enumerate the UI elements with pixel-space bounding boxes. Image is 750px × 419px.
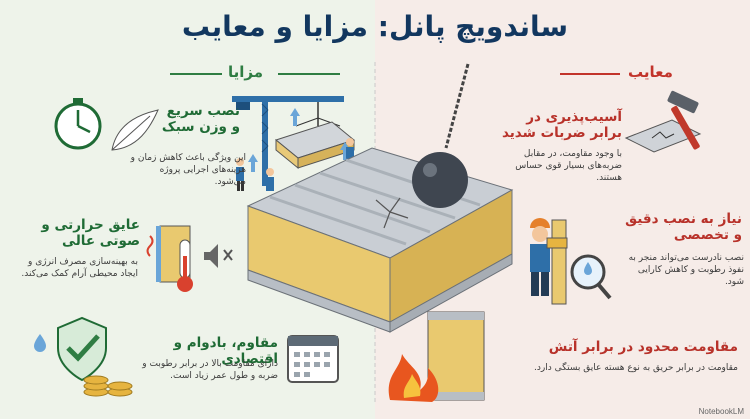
calendar-icon [287, 335, 339, 383]
thermometer-icon [177, 239, 193, 292]
water-drop-icon [34, 334, 46, 352]
magnifier-icon [570, 254, 612, 300]
cons-item-1-desc: با وجود مقاومت، در مقابل ضربه‌های بسیار … [515, 149, 622, 184]
feather-icon [111, 109, 159, 151]
shield-check-icon [57, 316, 107, 382]
lifted-panel [274, 121, 356, 170]
pros-item-2-desc: به بهینه‌سازی مصرف انرژی و ایجاد محیطی آ… [21, 257, 138, 280]
footer-brand: NotebookLM [698, 407, 744, 416]
pros-item-1-title: نصب سریع و وزن سبک [161, 103, 240, 135]
cons-item-1-title: آسیب‌پذیری در برابر ضربات شدید [501, 109, 622, 141]
pros-heading-underline-right [278, 73, 340, 75]
cons-item-3-title: مقاومت محدود در برابر آتش [548, 339, 738, 355]
cons-heading-underline [560, 73, 620, 75]
coins-icon [83, 375, 133, 397]
pros-item-1-desc: این ویژگی باعث کاهش زمان و هزینه‌های اجر… [130, 153, 246, 188]
pros-item-3-desc: دارای مقاومت بالا در برابر رطوبت و ضربه … [142, 359, 278, 382]
stopwatch-icon [54, 98, 102, 150]
cons-item-3-desc: مقاومت در برابر حریق به نوع هسته عایق بس… [534, 363, 738, 373]
cons-item-2-title: نیاز به نصب دقیق و تخصصی [625, 211, 742, 243]
cons-item-2-desc: نصب نادرست می‌تواند منجر به نفوذ رطوبت و… [628, 253, 744, 288]
pros-heading-underline-left [170, 73, 222, 75]
speaker-icon [204, 244, 233, 268]
workers-icon [236, 138, 354, 191]
pros-item-2-title: عایق حرارتی و صوتی عالی [41, 217, 140, 249]
fire-icon [388, 311, 485, 402]
cons-heading: معایب [628, 63, 673, 81]
up-arrows-icon [248, 108, 350, 172]
pros-heading: مزایا [228, 63, 264, 81]
pros-item-3-title: مقاوم، بادوام و اقتصادی [173, 335, 278, 367]
worker-icon [530, 218, 568, 305]
hammer-icon [667, 90, 700, 150]
wrecking-ball-icon [412, 63, 470, 208]
page-title: ساندویچ پانل: مزایا و معایب [181, 10, 569, 43]
crane-icon [232, 96, 344, 186]
cracked-surface-icon [624, 119, 702, 153]
